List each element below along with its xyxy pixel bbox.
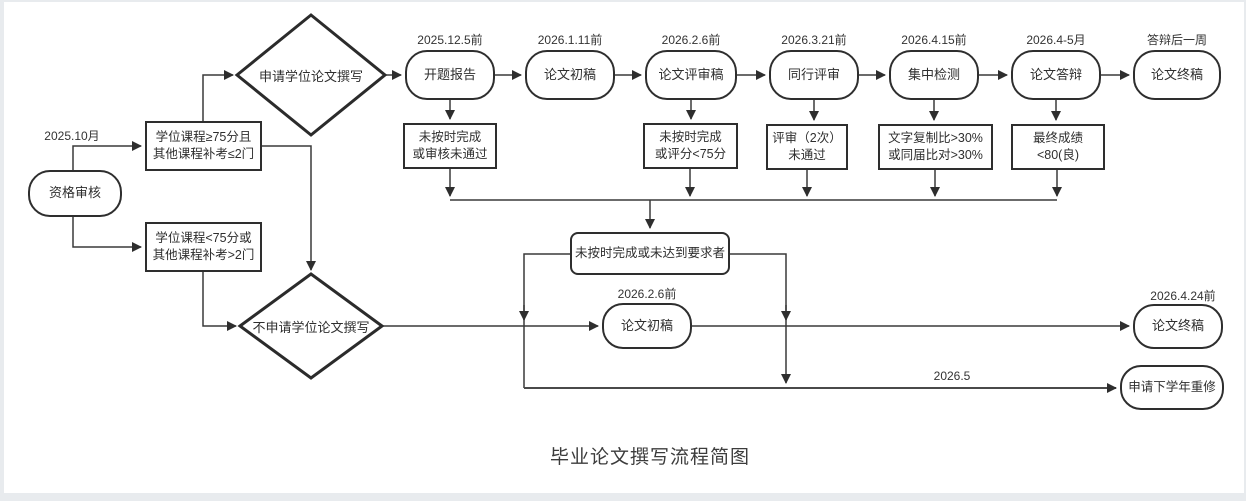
decision-not-apply-shape	[237, 272, 385, 380]
page-edge-bottom	[0, 493, 1246, 501]
label-date-defense: 2026.4-5月	[1026, 33, 1086, 47]
node-fail-proposal: 未按时完成 或审核未通过	[403, 123, 497, 169]
node-proposal-report: 开题报告	[405, 50, 495, 100]
label-date-peer-review: 2026.3.21前	[781, 33, 847, 47]
node-qualification-review: 资格审核	[28, 170, 122, 217]
label-date-final-draft: 答辩后一周	[1146, 33, 1207, 47]
diagram-title: 毕业论文撰写流程简图	[549, 447, 750, 468]
node-retake-next-year: 申请下学年重修	[1120, 365, 1224, 410]
label-date-review-draft: 2026.2.6前	[661, 33, 721, 47]
node-peer-review: 同行评审	[769, 50, 859, 100]
label-date-first-draft: 2026.1.11前	[537, 33, 603, 47]
page-edge-top	[0, 0, 1246, 2]
label-date-retry-draft: 2026.2.6前	[617, 287, 677, 301]
node-qualification-fail: 学位课程<75分或 其他课程补考>2门	[145, 222, 262, 272]
page-edge-right	[1244, 0, 1246, 501]
node-thesis-first-draft: 论文初稿	[525, 50, 615, 100]
label-date-retry-final: 2026.4.24前	[1150, 289, 1216, 303]
label-date-proposal: 2025.12.5前	[417, 33, 483, 47]
decision-apply-label: 申请学位论文撰写	[258, 68, 363, 84]
label-date-plagiarism: 2026.4.15前	[901, 33, 967, 47]
node-fail-peer-review: 评审（2次） 未通过	[766, 124, 848, 170]
node-fail-plagiarism: 文字复制比>30% 或同届比对>30%	[878, 124, 993, 170]
decision-apply-shape	[234, 13, 388, 137]
node-thesis-review-draft: 论文评审稿	[645, 50, 737, 100]
label-date-start: 2025.10月	[44, 129, 100, 143]
page-edge-left	[0, 0, 4, 501]
node-fail-review-score: 未按时完成 或评分<75分	[643, 123, 738, 169]
node-thesis-defense: 论文答辩	[1011, 50, 1101, 100]
node-retry-final-draft: 论文终稿	[1133, 304, 1223, 349]
node-qualification-pass: 学位课程≥75分且 其他课程补考≤2门	[145, 121, 262, 171]
decision-not-apply-label: 不申请学位论文撰写	[252, 319, 370, 335]
node-not-on-time-or-unqualified: 未按时完成或未达到要求者	[570, 232, 730, 275]
node-thesis-final-draft: 论文终稿	[1133, 50, 1221, 100]
node-plagiarism-check: 集中检测	[889, 50, 979, 100]
node-retry-first-draft: 论文初稿	[602, 303, 692, 349]
node-fail-final-score: 最终成绩 <80(良)	[1011, 124, 1105, 170]
label-date-retake: 2026.5	[933, 369, 971, 383]
